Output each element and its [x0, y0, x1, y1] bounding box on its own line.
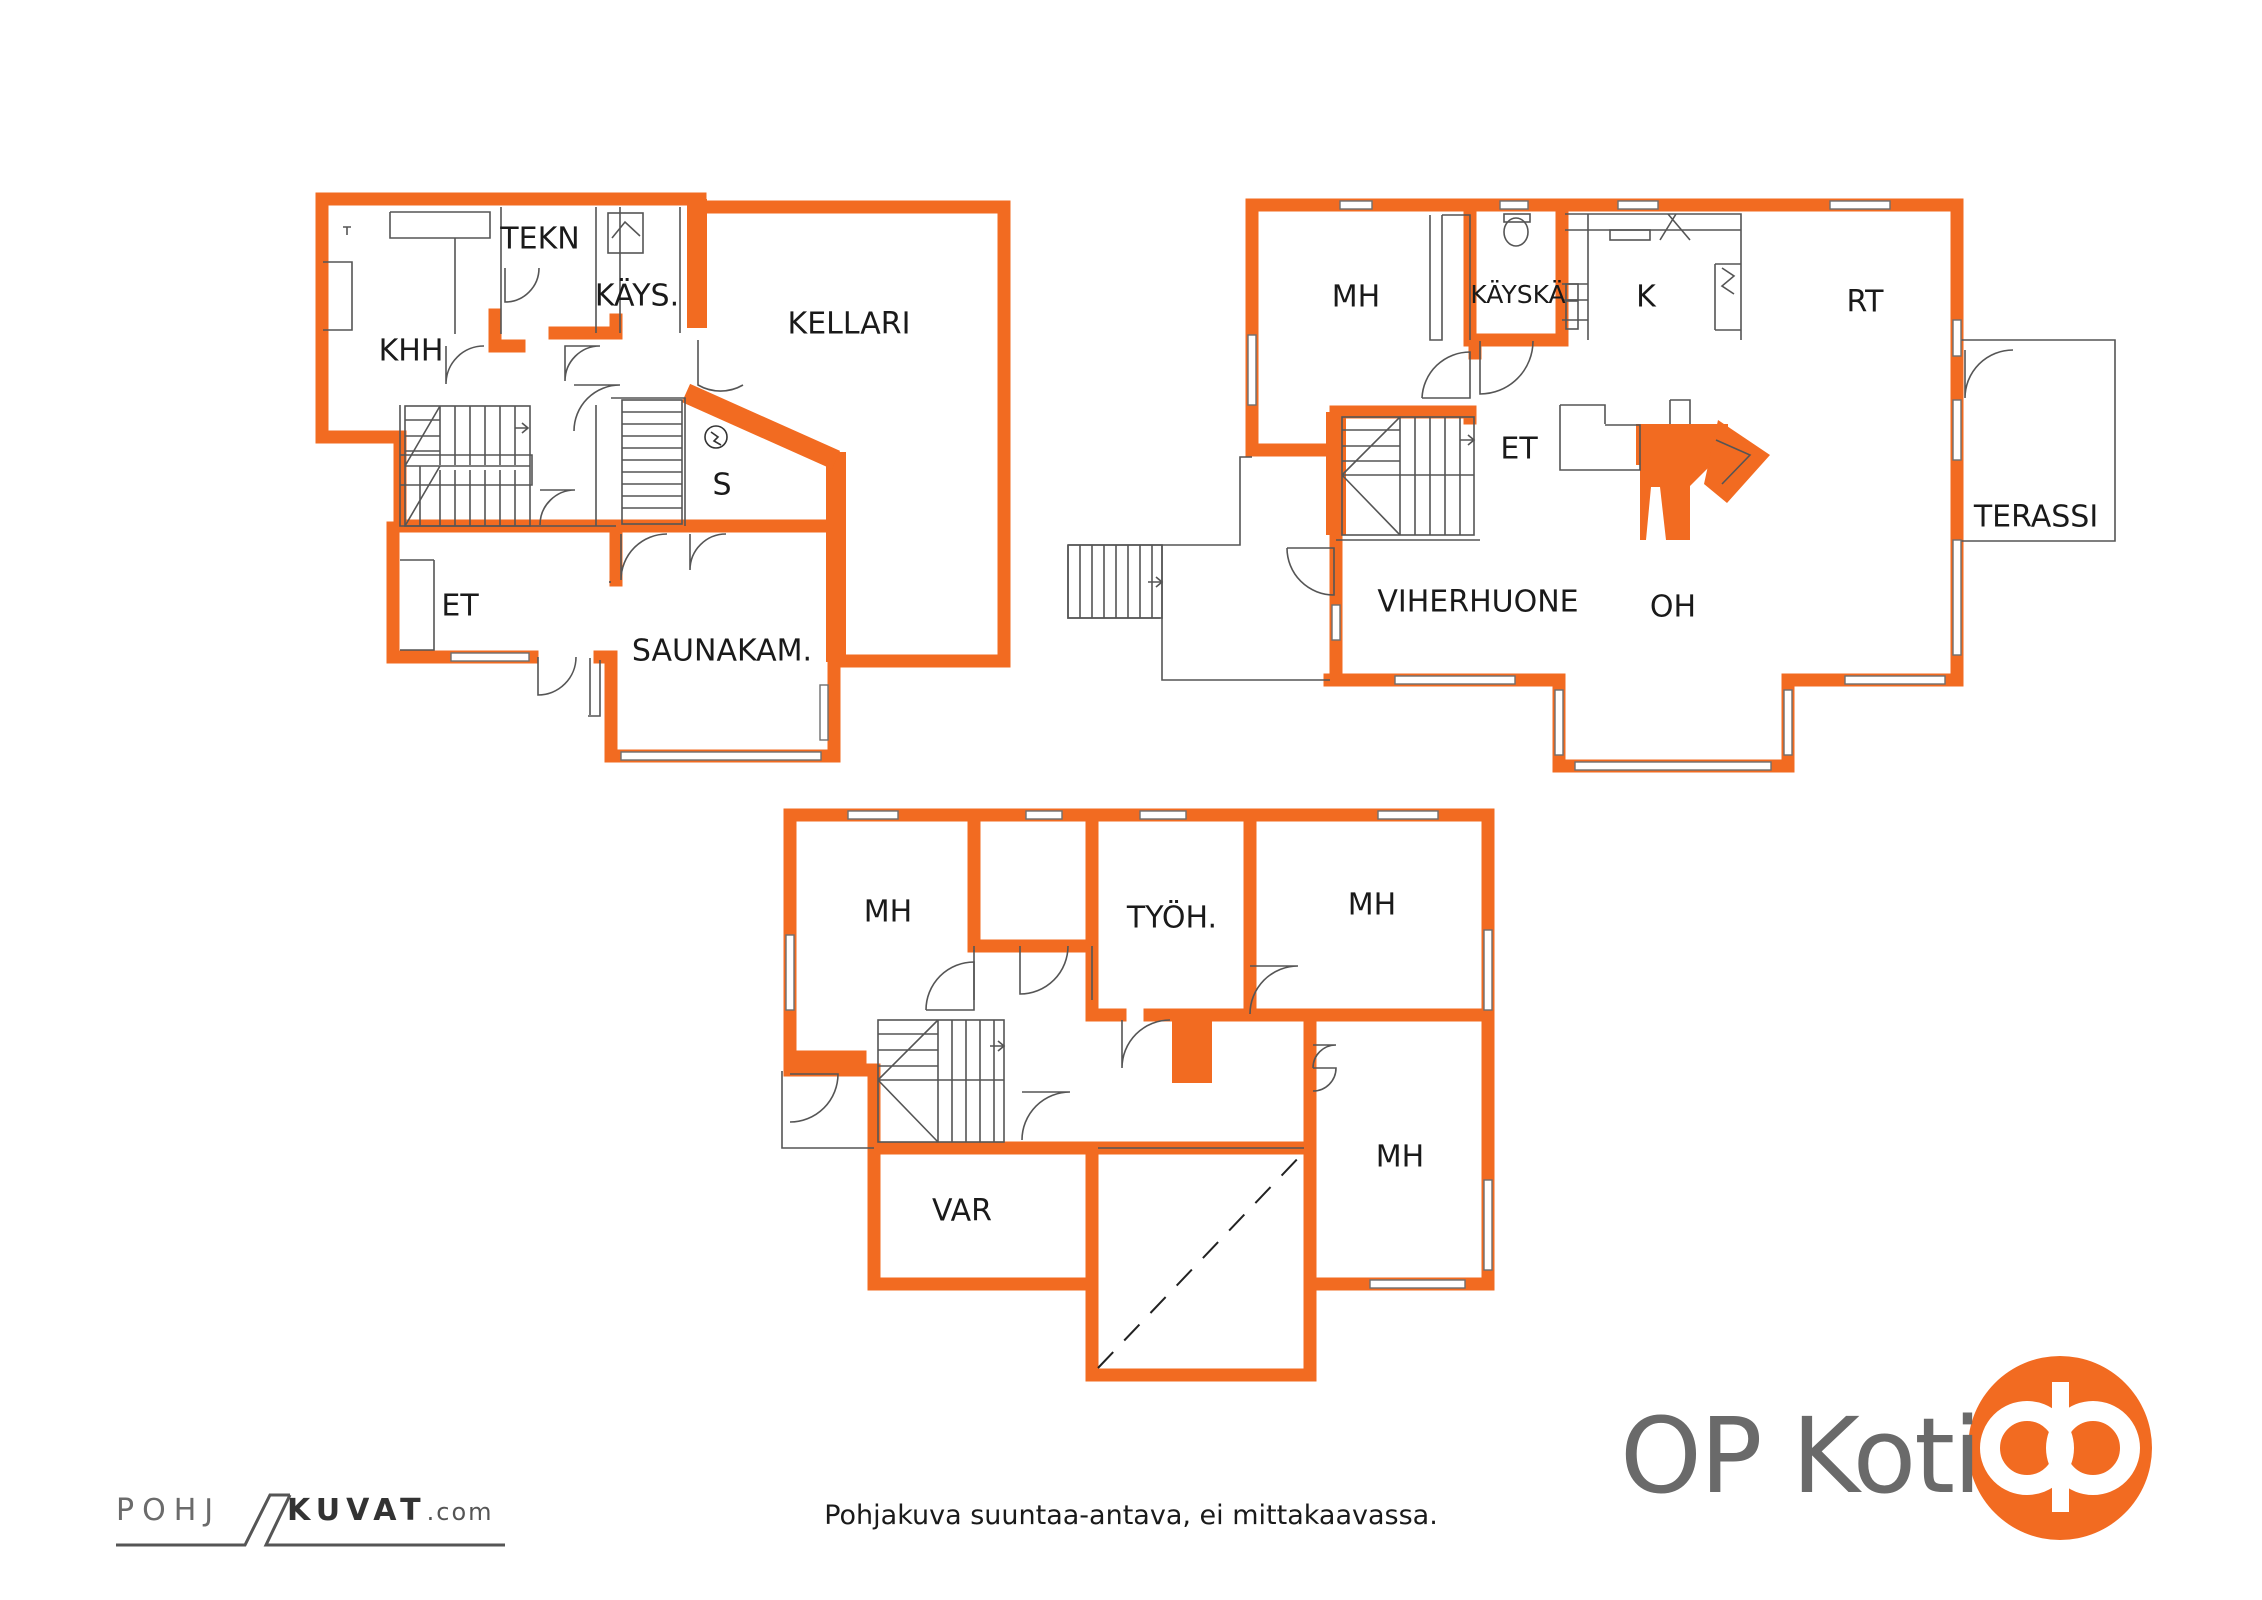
room-label-et-main: ET	[1500, 432, 1538, 467]
upper-floor: MH TYÖH. MH MH VAR	[781, 808, 1495, 1382]
lower-fixtures	[343, 212, 728, 717]
lower-stairs-middle	[621, 399, 683, 525]
pohjakuvat-logo-graphic	[116, 1493, 505, 1547]
room-label-kayska: KÄYSKÄ	[1470, 280, 1565, 309]
room-label-mh-upper-right-top: MH	[1348, 888, 1396, 923]
room-label-mh-upper-right-bottom: MH	[1376, 1140, 1424, 1175]
main-floor: MH KÄYSKÄ K RT ET TERASSI VIHERHUONE OH	[1067, 198, 2116, 773]
room-label-oh: OH	[1650, 590, 1696, 625]
room-label-terassi: TERASSI	[1973, 500, 2098, 535]
pohjakuvat-logo-right-text: KUVAT	[287, 1493, 427, 1528]
room-label-mh-upper-left: MH	[864, 895, 912, 930]
room-label-kellari: KELLARI	[788, 307, 911, 342]
room-label-rt: RT	[1847, 285, 1885, 320]
main-doors	[1286, 340, 2014, 596]
room-label-viherhuone: VIHERHUONE	[1377, 585, 1578, 620]
pohjakuvat-logo-right: KUVAT.com	[287, 1493, 494, 1528]
upper-stairs	[877, 1019, 1006, 1143]
upper-windows	[785, 810, 1493, 1289]
lower-windows	[450, 652, 829, 761]
upper-doors	[789, 945, 1337, 1141]
room-label-saunakam: SAUNAKAM.	[632, 634, 812, 669]
op-koti-wordmark: OP Koti	[1620, 1395, 1982, 1517]
room-label-s: S	[712, 468, 731, 503]
main-windows	[1247, 200, 1962, 771]
room-label-var: VAR	[932, 1194, 992, 1229]
room-label-et-lower: ET	[441, 589, 479, 624]
lower-doors	[445, 267, 744, 715]
room-label-k: K	[1636, 280, 1657, 315]
main-fixtures	[1503, 213, 1736, 330]
lower-floor: KHH TEKN KÄYS. KELLARI S ET SAUNAKAM.	[315, 192, 1011, 763]
room-label-mh-main: MH	[1332, 280, 1380, 315]
footer-disclaimer: Pohjakuva suuntaa-antava, ei mittakaavas…	[824, 1500, 1438, 1531]
pohjakuvat-logo-domain: .com	[426, 1498, 494, 1526]
op-logo-icon	[1968, 1356, 2152, 1540]
main-stairs	[1341, 416, 1476, 536]
room-label-tekn: TEKN	[499, 222, 579, 257]
room-label-tyoh: TYÖH.	[1126, 900, 1217, 936]
pohjakuvat-logo-left-text: POHJ	[116, 1493, 222, 1528]
main-outside-stairs	[1067, 544, 1164, 619]
lower-stairs-left	[404, 405, 531, 527]
room-label-kays: KÄYS.	[595, 278, 679, 314]
room-label-khh: KHH	[379, 334, 444, 369]
